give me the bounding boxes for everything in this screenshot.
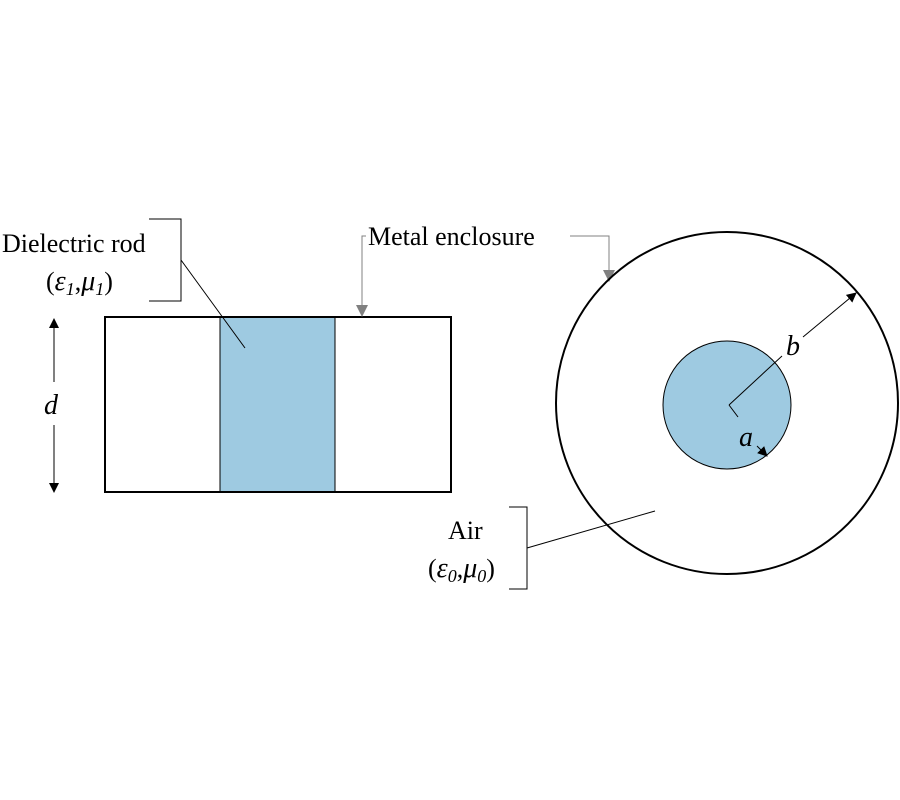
- air-params: (ε0,μ0): [428, 553, 495, 586]
- metal-enclosure-text: Metal enclosure: [368, 222, 535, 251]
- air-text: Air: [448, 516, 483, 545]
- outer-radius-symbol: b: [786, 331, 800, 362]
- inner-radius-arrow: [756, 445, 768, 457]
- inner-radius-symbol: a: [739, 422, 753, 453]
- dielectric-rod-circle: [662, 340, 792, 470]
- enclosure-side: [104, 316, 452, 493]
- air-leader: [526, 510, 656, 549]
- enclosure-pointer-right: [570, 235, 615, 282]
- height-symbol: d: [44, 390, 59, 421]
- dielectric-bracket: [149, 218, 182, 302]
- dielectric-params: (ε1,μ1): [46, 266, 113, 299]
- outer-radius-line-outer: [802, 292, 857, 338]
- dielectric-leader: [180, 259, 246, 349]
- outer-radius-line-inner: [728, 355, 783, 406]
- dielectric-rod-label: Dielectric rod (ε1,μ1): [2, 218, 246, 349]
- cross-section: b a: [555, 231, 899, 575]
- dielectric-rod-side: [219, 316, 336, 493]
- dielectric-rod-text: Dielectric rod: [2, 229, 146, 258]
- air-label: Air (ε0,μ0): [428, 506, 656, 590]
- side-view: d: [44, 316, 452, 493]
- enclosure-pointer-left: [356, 235, 368, 317]
- air-bracket: [509, 506, 528, 590]
- inner-radius-line: [728, 404, 739, 418]
- metal-enclosure-label: Metal enclosure: [356, 222, 615, 317]
- enclosure-circle: [555, 231, 899, 575]
